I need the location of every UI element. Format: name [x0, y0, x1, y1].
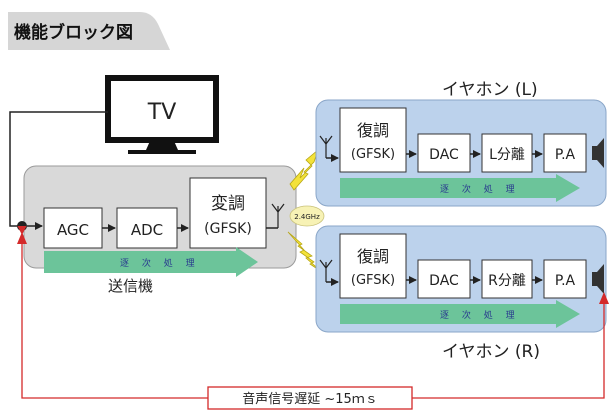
earphone-r-split-label: R分離	[488, 272, 526, 289]
tx-sequential-arrow: 逐 次 処 理	[44, 247, 258, 277]
page-title: 機能ブロック図	[14, 22, 133, 43]
earphone-r-pa-block: P.A	[543, 259, 587, 299]
earphone-l-dac-label: DAC	[429, 147, 459, 163]
frequency-badge: 2.4GHz	[289, 205, 325, 227]
earphone-r-demod-label: 復調	[357, 247, 389, 266]
modulation-label: 変調	[211, 194, 245, 214]
earphone-l-split-block: L分離	[481, 133, 533, 173]
earphone-l-pa-label: P.A	[555, 147, 576, 163]
rx-r-sequential-label: 逐 次 処 理	[440, 309, 520, 321]
tx-antenna-icon	[271, 203, 285, 228]
earphone-l-demod-sub-label: (GFSK)	[351, 147, 395, 162]
earphone-r-split-block: R分離	[481, 259, 533, 299]
tx-sequential-label: 逐 次 処 理	[120, 257, 200, 269]
delay-path	[17, 226, 605, 399]
earphone-r-dac-label: DAC	[429, 273, 459, 289]
earphone-l-label: イヤホン (L)	[442, 80, 538, 100]
earphone-r-speaker-icon	[592, 264, 604, 294]
rx-l-antenna-icon	[319, 135, 333, 158]
delay-arrowhead-right	[599, 292, 609, 304]
agc-block: AGC	[43, 207, 103, 249]
tv-monitor: TV	[105, 75, 219, 154]
transmitter-label: 送信機	[108, 277, 153, 295]
rx-r-antenna-icon	[319, 259, 333, 282]
earphone-r-demodulation-block: 復調 (GFSK)	[339, 233, 407, 299]
earphone-r-label: イヤホン (R)	[442, 342, 540, 362]
earphone-l-demodulation-block: 復調 (GFSK)	[339, 107, 407, 173]
adc-block: ADC	[116, 207, 178, 249]
delay-arrowhead-left	[17, 232, 27, 244]
earphone-l-speaker-icon	[592, 138, 604, 168]
adc-label: ADC	[131, 221, 163, 239]
modulation-block: 変調 (GFSK)	[189, 177, 267, 249]
earphone-r-pa-label: P.A	[555, 273, 576, 289]
earphone-l-demod-label: 復調	[357, 121, 389, 140]
earphone-l-pa-block: P.A	[543, 133, 587, 173]
rx-l-sequential-arrow: 逐 次 処 理	[340, 174, 580, 202]
earphone-l-dac-block: DAC	[417, 133, 471, 173]
earphone-r-demod-sub-label: (GFSK)	[351, 273, 395, 288]
frequency-label: 2.4GHz	[294, 213, 320, 221]
rx-l-sequential-label: 逐 次 処 理	[440, 183, 520, 195]
earphone-l-split-label: L分離	[489, 146, 525, 163]
wireless-signal-upper-icon	[289, 148, 319, 191]
tv-label: TV	[147, 100, 177, 125]
delay-label: 音声信号遅延 ~15ｍｓ	[242, 391, 378, 407]
title-tab: 機能ブロック図	[8, 12, 170, 50]
modulation-sub-label: (GFSK)	[204, 221, 252, 237]
agc-label: AGC	[57, 221, 89, 239]
delay-label-box: 音声信号遅延 ~15ｍｓ	[207, 386, 413, 410]
rx-r-sequential-arrow: 逐 次 処 理	[340, 300, 580, 328]
signal-junction	[17, 221, 27, 231]
earphone-r-dac-block: DAC	[417, 259, 471, 299]
tv-audio-wire	[9, 111, 108, 227]
